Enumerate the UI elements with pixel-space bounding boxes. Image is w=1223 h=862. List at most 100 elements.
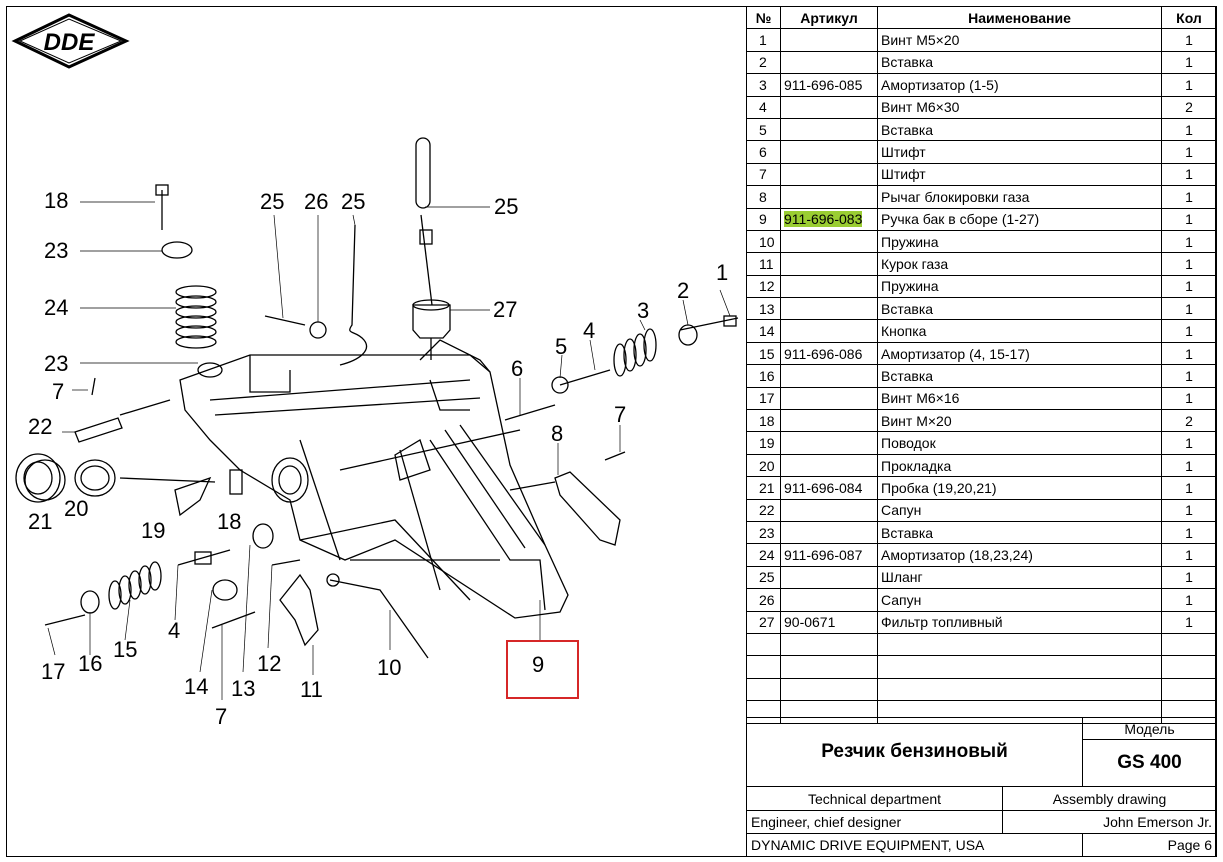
cell-article — [780, 297, 878, 321]
parts-table-header: № Артикул Наименование Кол — [746, 5, 1217, 30]
cell-name: Амортизатор (4, 15-17) — [877, 341, 1162, 366]
cell-name: Пробка (19,20,21) — [877, 476, 1162, 500]
cell-no: 5 — [746, 117, 781, 142]
cell-name: Фильтр топливный — [877, 610, 1162, 634]
cell-article — [780, 588, 878, 612]
cell-article: 911-696-084 — [780, 476, 878, 500]
cell-no: 26 — [746, 588, 781, 612]
cell-article — [780, 655, 878, 679]
cell-qty: 1 — [1161, 364, 1217, 388]
highlighted-article: 911-696-083 — [784, 211, 863, 228]
cell-qty: 1 — [1161, 117, 1217, 142]
cell-no: 20 — [746, 453, 781, 478]
cell-no — [746, 632, 781, 657]
cell-no: 15 — [746, 341, 781, 366]
cell-no: 1 — [746, 28, 781, 52]
cell-name: Штифт — [877, 140, 1162, 164]
cell-no: 14 — [746, 319, 781, 343]
cell-qty: 1 — [1161, 185, 1217, 209]
callout-10: 10 — [377, 655, 401, 680]
cell-article — [780, 274, 878, 299]
callout-24: 24 — [44, 295, 68, 320]
spring-24 — [175, 285, 217, 349]
cell-name: Винт M5×20 — [877, 28, 1162, 52]
callout-27: 27 — [493, 297, 517, 322]
callout-12: 12 — [257, 651, 281, 676]
model-label: Модель — [1082, 716, 1217, 741]
cell-qty: 1 — [1161, 386, 1217, 411]
callout-2: 2 — [677, 278, 689, 303]
company-name: DYNAMIC DRIVE EQUIPMENT, USA — [746, 832, 1083, 858]
cell-no: 6 — [746, 140, 781, 164]
cell-article — [780, 95, 878, 119]
cell-no: 11 — [746, 252, 781, 276]
part-9-highlight-box — [506, 640, 579, 699]
cell-qty: 1 — [1161, 588, 1217, 612]
department: Technical department — [746, 786, 1003, 811]
header-qty: Кол — [1161, 5, 1217, 30]
cell-name: Шланг — [877, 565, 1162, 590]
cell-no — [746, 655, 781, 679]
cell-article: 90-0671 — [780, 610, 878, 634]
cell-no: 8 — [746, 185, 781, 209]
callout-19: 19 — [141, 518, 165, 543]
cell-qty: 2 — [1161, 95, 1217, 119]
cell-name: Винт M6×16 — [877, 386, 1162, 411]
callout-20: 20 — [64, 496, 88, 521]
header-no: № — [746, 5, 781, 30]
cell-article: 911-696-087 — [780, 543, 878, 567]
callout-18-top: 18 — [44, 188, 68, 213]
cell-no: 2 — [746, 50, 781, 75]
cell-no: 25 — [746, 565, 781, 590]
cell-name — [877, 632, 1162, 657]
brand-logo-text: DDE — [44, 29, 96, 56]
cell-qty: 1 — [1161, 543, 1217, 567]
header-name: Наименование — [877, 5, 1162, 30]
callout-26: 26 — [304, 189, 328, 214]
cell-name: Рычаг блокировки газа — [877, 185, 1162, 209]
callout-4-bottom: 4 — [168, 618, 180, 643]
callout-7-bottom: 7 — [215, 704, 227, 729]
callout-25-middle: 25 — [341, 189, 365, 214]
cell-article — [780, 140, 878, 164]
cell-no: 16 — [746, 364, 781, 388]
cell-article — [780, 677, 878, 702]
cell-name: Вставка — [877, 297, 1162, 321]
cell-article — [780, 520, 878, 545]
cell-name: Ручка бак в сборе (1-27) — [877, 207, 1162, 231]
cell-name: Пружина — [877, 274, 1162, 299]
cell-name: Кнопка — [877, 319, 1162, 343]
callout-labels: 18 23 24 23 7 22 21 20 19 18 25 26 25 25… — [28, 188, 728, 729]
cell-qty — [1161, 632, 1217, 657]
cell-qty: 1 — [1161, 162, 1217, 187]
callout-9: 9 — [532, 652, 544, 677]
callout-7-left: 7 — [52, 379, 64, 404]
cell-no: 10 — [746, 229, 781, 254]
callout-18-bottom: 18 — [217, 509, 241, 534]
cell-qty: 1 — [1161, 319, 1217, 343]
cell-qty: 1 — [1161, 297, 1217, 321]
cell-name: Вставка — [877, 50, 1162, 75]
cell-no: 3 — [746, 73, 781, 97]
cell-article: 911-696-085 — [780, 73, 878, 97]
cell-article — [780, 409, 878, 433]
table-row — [746, 632, 1217, 657]
cell-article — [780, 229, 878, 254]
callout-3: 3 — [637, 298, 649, 323]
cell-qty: 1 — [1161, 274, 1217, 299]
callout-7-right: 7 — [614, 402, 626, 427]
parts-illustration — [15, 137, 739, 659]
cell-name: Прокладка — [877, 453, 1162, 478]
